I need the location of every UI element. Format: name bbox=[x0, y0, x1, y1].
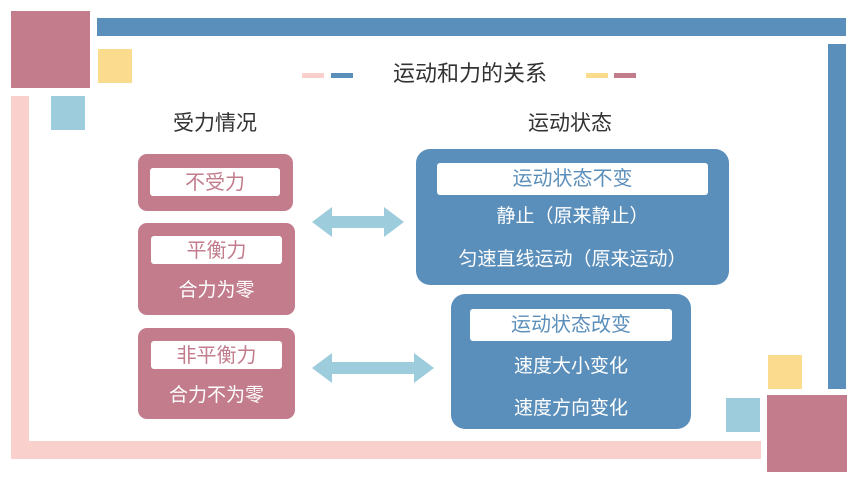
double-arrow-upper bbox=[312, 207, 404, 237]
title-dash-yellow bbox=[586, 73, 608, 78]
balanced-force-label: 平衡力 bbox=[151, 236, 282, 264]
motion-unchanged-line-2: 匀速直线运动（原来运动） bbox=[458, 248, 687, 270]
title-dash-pink bbox=[302, 73, 324, 78]
blue-square-top-left bbox=[51, 96, 85, 130]
motion-changed-line-2: 速度方向变化 bbox=[513, 397, 628, 419]
yellow-square-bottom-right bbox=[768, 355, 802, 389]
right-frame-bar bbox=[828, 44, 846, 389]
top-frame-bar bbox=[97, 18, 846, 36]
yellow-square-top-left bbox=[98, 49, 132, 83]
unbalanced-force-label: 非平衡力 bbox=[151, 341, 282, 369]
motion-changed-line-1: 速度大小变化 bbox=[513, 355, 628, 377]
motion-unchanged-line-1: 静止（原来静止） bbox=[496, 205, 649, 227]
no-force-box: 不受力 bbox=[138, 154, 293, 211]
blue-square-bottom-right bbox=[726, 398, 760, 432]
no-force-label: 不受力 bbox=[150, 168, 280, 196]
corner-square-bottom-right bbox=[767, 395, 847, 472]
left-frame-bar bbox=[11, 96, 29, 441]
motion-column-header: 运动状态 bbox=[528, 111, 612, 135]
bottom-frame-bar bbox=[11, 441, 761, 459]
force-column-header: 受力情况 bbox=[173, 111, 257, 135]
corner-square-top-left bbox=[11, 11, 90, 88]
title-dash-mauve bbox=[614, 73, 636, 78]
motion-changed-label: 运动状态改变 bbox=[470, 309, 672, 341]
balanced-force-note: 合力为零 bbox=[178, 279, 255, 301]
diagram-title: 运动和力的关系 bbox=[392, 62, 547, 87]
balanced-force-box: 平衡力 合力为零 bbox=[138, 223, 295, 315]
motion-unchanged-box: 运动状态不变 静止（原来静止） 匀速直线运动（原来运动） bbox=[416, 149, 729, 285]
motion-unchanged-label: 运动状态不变 bbox=[437, 163, 708, 195]
motion-changed-box: 运动状态改变 速度大小变化 速度方向变化 bbox=[451, 294, 691, 429]
double-arrow-lower bbox=[312, 353, 434, 383]
unbalanced-force-note: 合力不为零 bbox=[168, 384, 264, 406]
unbalanced-force-box: 非平衡力 合力不为零 bbox=[138, 328, 295, 419]
title-dash-blue bbox=[331, 73, 353, 78]
